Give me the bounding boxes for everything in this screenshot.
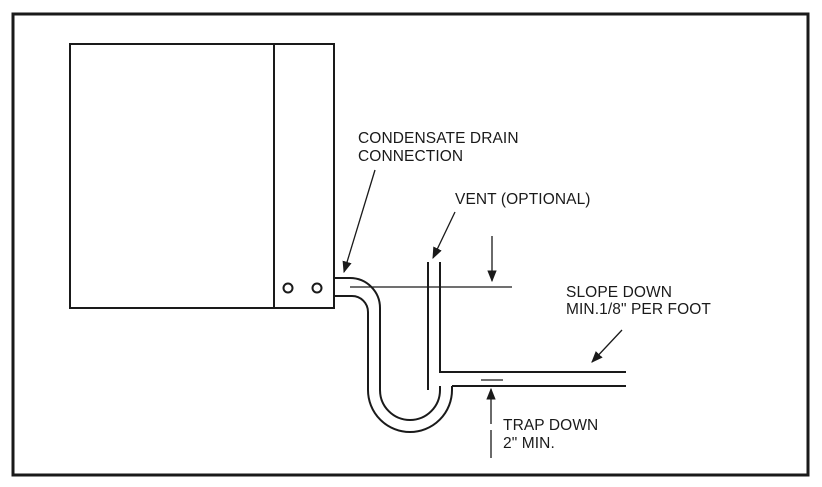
slope-label-line1: SLOPE DOWN <box>566 284 673 301</box>
condensate-label-line2: CONNECTION <box>358 148 464 165</box>
vent-and-drain-run <box>427 262 626 390</box>
condensate-label-line1: CONDENSATE DRAIN <box>358 130 519 147</box>
vent-label: VENT (OPTIONAL) <box>455 191 591 208</box>
condensate-leader-arrow <box>342 169 376 274</box>
vent-leader-arrow <box>432 211 456 260</box>
leader-lines <box>342 169 623 458</box>
slope-label-line2: MIN.1/8" PER FOOT <box>566 301 711 318</box>
drain-port-right <box>311 282 323 294</box>
unit-cabinet <box>69 43 335 309</box>
drain-port-left <box>282 282 294 294</box>
trap-label-line1: TRAP DOWN <box>503 417 599 434</box>
slope-leader-arrow <box>591 329 623 363</box>
outer-frame <box>11 12 810 477</box>
drain-trap-pipe <box>333 277 453 433</box>
trap-label-line2: 2" MIN. <box>503 435 555 452</box>
